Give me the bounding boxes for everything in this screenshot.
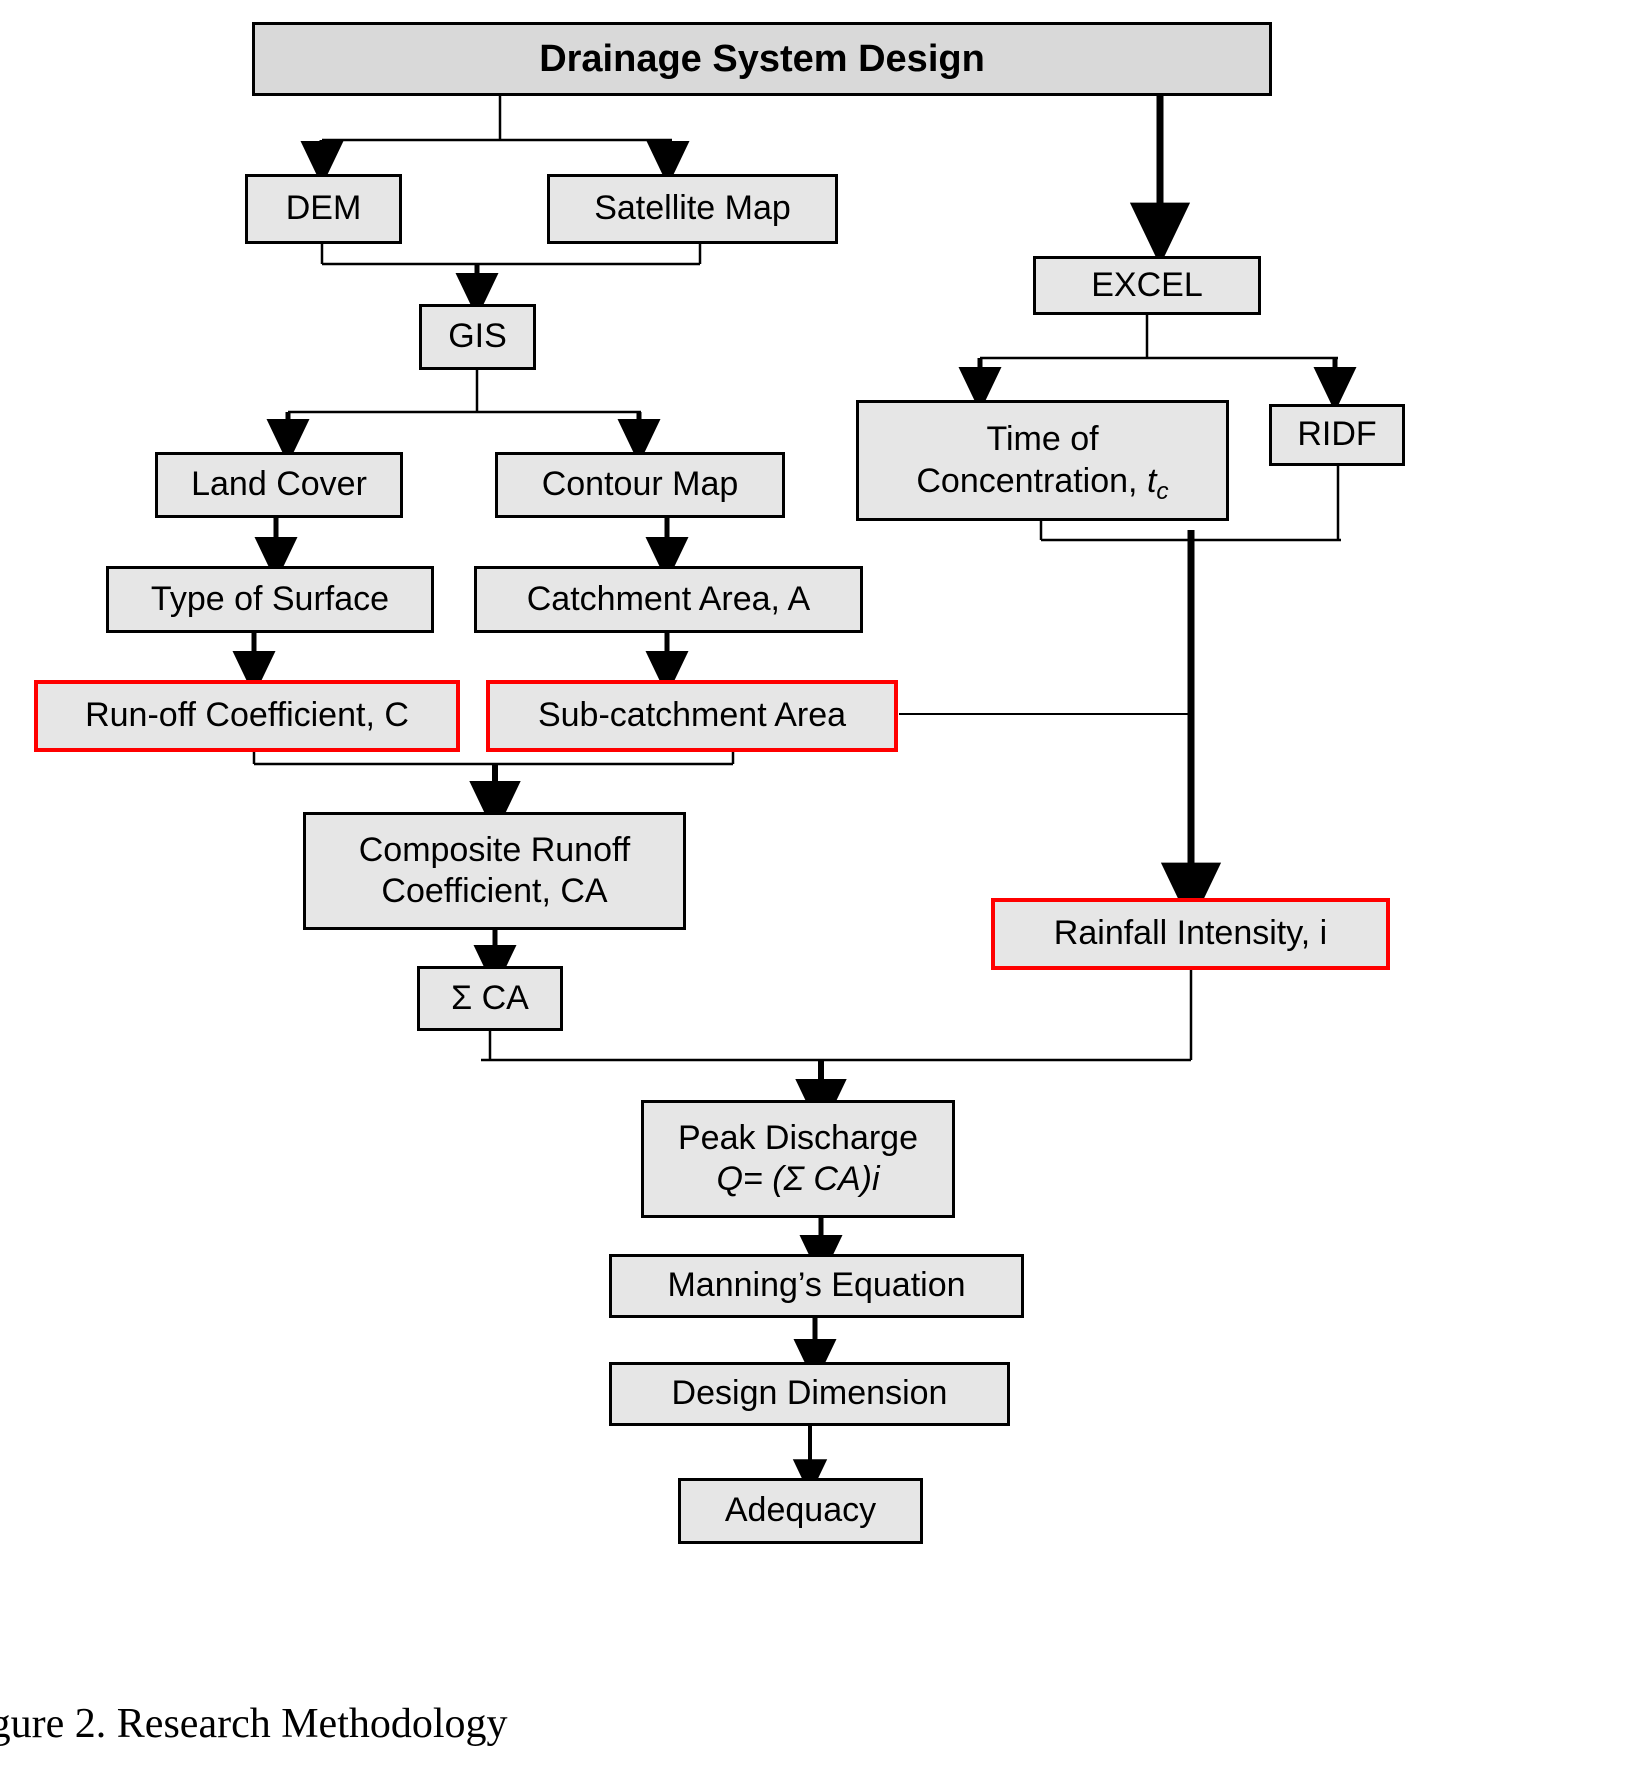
node-mannings-equation[interactable]: Manning’s Equation xyxy=(609,1254,1024,1318)
node-land-cover[interactable]: Land Cover xyxy=(155,452,403,518)
node-label: GIS xyxy=(448,317,507,356)
node-label: Sub-catchment Area xyxy=(537,696,847,735)
node-sum-ca[interactable]: Σ CA xyxy=(417,966,563,1031)
node-label: Σ CA xyxy=(451,978,529,1017)
node-label-line1: Time of xyxy=(986,420,1099,459)
node-label: RIDF xyxy=(1297,415,1377,454)
node-satellite-map[interactable]: Satellite Map xyxy=(547,174,838,244)
node-contour-map[interactable]: Contour Map xyxy=(495,452,785,518)
node-runoff-coefficient[interactable]: Run-off Coefficient, C xyxy=(34,680,460,752)
node-type-of-surface[interactable]: Type of Surface xyxy=(106,566,434,633)
node-label: Drainage System Design xyxy=(539,37,985,80)
node-design-dimension[interactable]: Design Dimension xyxy=(609,1362,1010,1426)
node-label-line2: Coefficient, CA xyxy=(381,872,608,910)
node-label: Adequacy xyxy=(724,1491,877,1530)
node-label: Satellite Map xyxy=(594,189,791,228)
node-label: Run-off Coefficient, C xyxy=(85,696,409,735)
node-label: Rainfall Intensity, i xyxy=(1053,914,1328,953)
node-label-line2: Concentration, tc xyxy=(916,461,1169,506)
node-composite-runoff-coefficient[interactable]: Composite Runoff Coefficient, CA xyxy=(303,812,686,930)
node-label: Manning’s Equation xyxy=(667,1266,966,1305)
node-dem[interactable]: DEM xyxy=(245,174,402,244)
node-label: EXCEL xyxy=(1091,265,1203,304)
node-adequacy[interactable]: Adequacy xyxy=(678,1478,923,1544)
node-label: Contour Map xyxy=(541,465,739,504)
figure-caption: igure 2. Research Methodology xyxy=(0,1701,508,1747)
node-label-line1: Composite Runoff xyxy=(358,830,631,869)
node-sub-catchment-area[interactable]: Sub-catchment Area xyxy=(486,680,898,752)
node-label: Type of Surface xyxy=(150,579,390,618)
node-label: Land Cover xyxy=(191,465,367,504)
node-catchment-area[interactable]: Catchment Area, A xyxy=(474,566,863,633)
node-label: DEM xyxy=(285,189,362,228)
node-excel[interactable]: EXCEL xyxy=(1033,256,1261,315)
node-ridf[interactable]: RIDF xyxy=(1269,404,1405,466)
node-label: Catchment Area, A xyxy=(526,579,811,618)
node-gis[interactable]: GIS xyxy=(419,304,536,370)
node-drainage-system-design[interactable]: Drainage System Design xyxy=(252,22,1272,96)
node-label: Design Dimension xyxy=(671,1374,948,1413)
node-time-of-concentration[interactable]: Time of Concentration, tc xyxy=(856,400,1229,521)
node-label-line1: Peak Discharge xyxy=(677,1118,918,1157)
node-peak-discharge[interactable]: Peak Discharge Q= (Σ CA)i xyxy=(641,1100,955,1218)
node-rainfall-intensity[interactable]: Rainfall Intensity, i xyxy=(991,898,1390,970)
node-label-formula: Q= (Σ CA)i xyxy=(716,1160,880,1198)
